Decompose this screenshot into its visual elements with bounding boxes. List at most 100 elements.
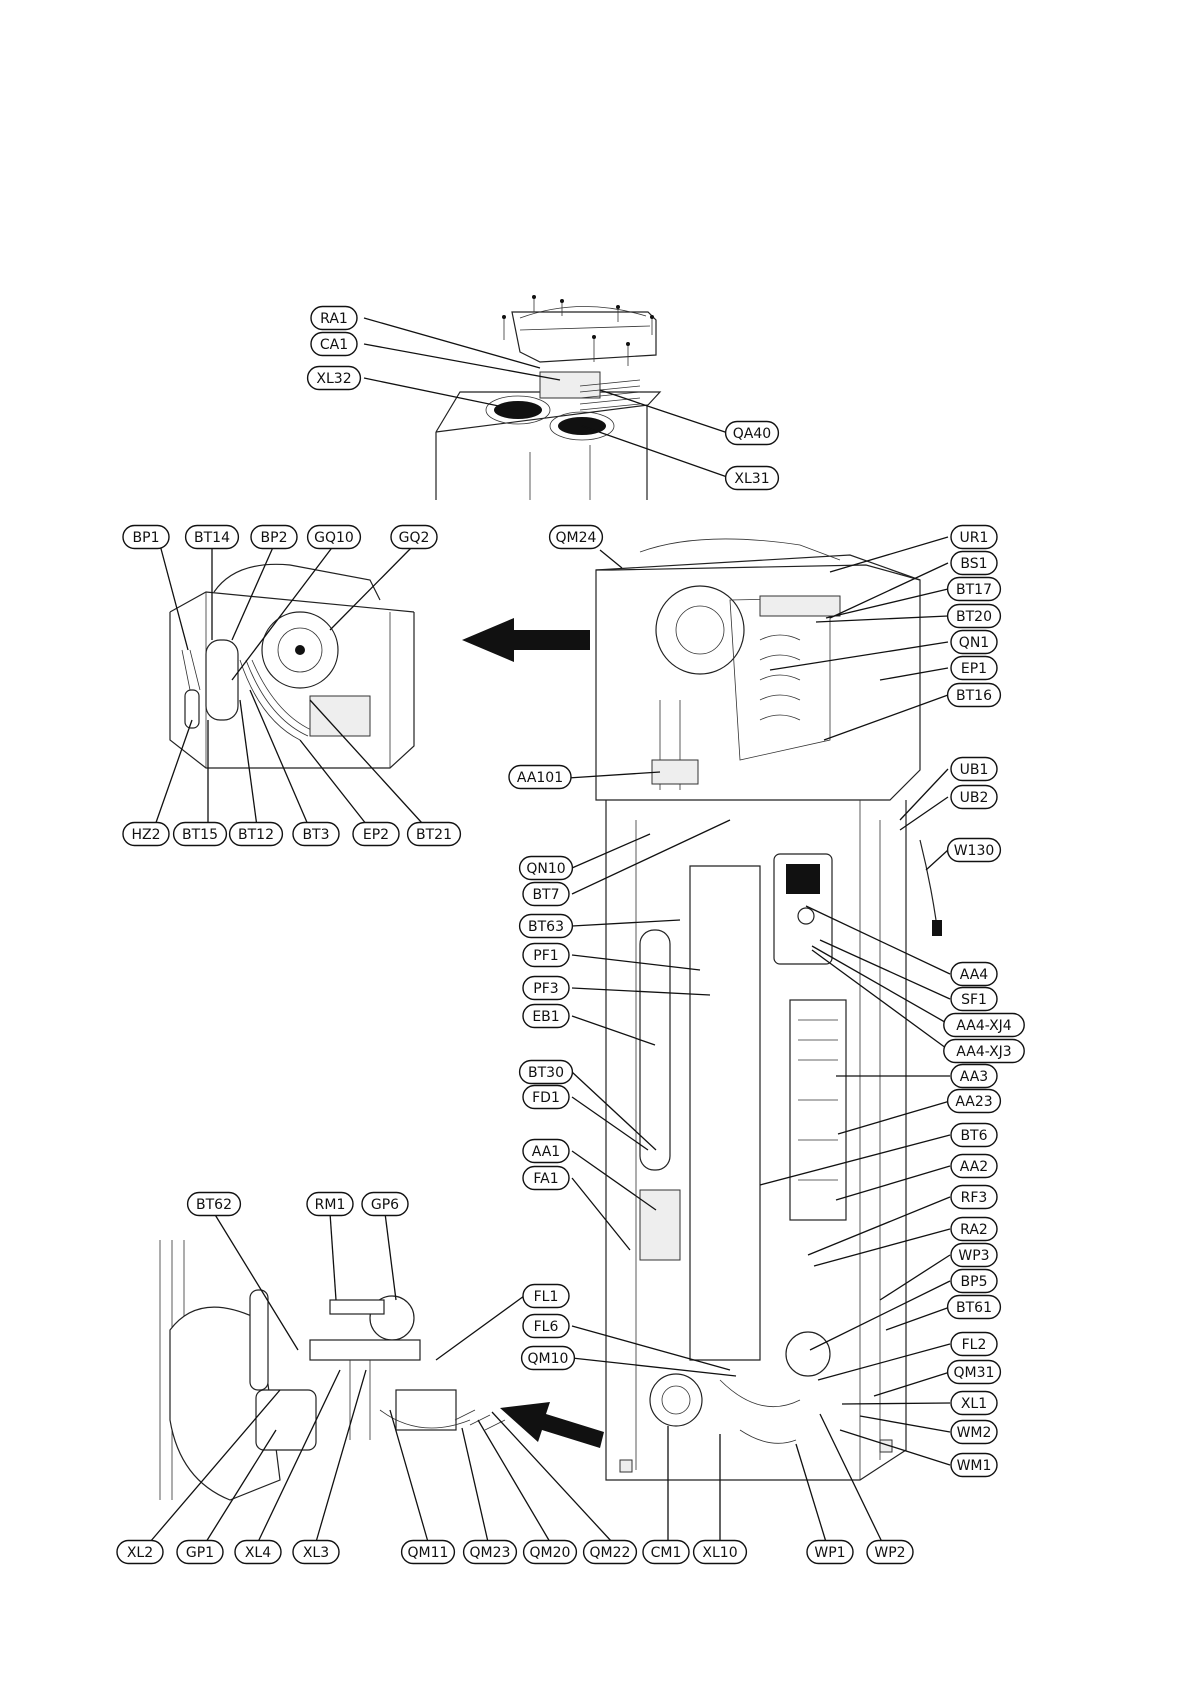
callout-text: BT16 [956,688,992,704]
callout-pill [950,524,998,550]
callout-pill [950,756,998,782]
callout-pill [946,576,1002,602]
callout-pill [522,1313,570,1339]
callout-pill [390,524,438,550]
callout-text: AA23 [955,1094,992,1110]
callout-text: AA4 [960,967,989,983]
callout-text: AA4-XJ3 [956,1044,1011,1060]
callout-bs1: BS1 [950,550,998,576]
callout-text: CA1 [320,337,348,353]
callout-pill [950,1331,998,1357]
callout-text: RA2 [960,1222,988,1238]
callout-xl1: XL1 [950,1390,998,1416]
callout-pf1: PF1 [522,942,570,968]
callout-text: BT12 [238,827,274,843]
callout-text: GP1 [186,1545,214,1561]
callout-pill [292,821,340,847]
callout-gp6: GP6 [361,1191,409,1217]
callout-text: AA2 [960,1159,988,1175]
callout-pill [950,629,998,655]
callout-pill [518,913,574,939]
callout-text: BP1 [133,530,160,546]
callout-xl2: XL2 [116,1539,164,1565]
callout-pill [116,1539,164,1565]
callout-text: BT14 [194,530,230,546]
callout-pill [228,821,284,847]
callout-text: UB2 [960,790,989,806]
callout-text: QM11 [408,1545,449,1561]
callout-pill [292,1539,340,1565]
callout-gq2: GQ2 [390,524,438,550]
callout-pill [642,1539,690,1565]
callout-xl4: XL4 [234,1539,282,1565]
callout-pill [950,961,998,987]
callout-pill [946,682,1002,708]
callout-pill [186,1191,242,1217]
callout-qm10: QM10 [520,1345,576,1371]
callout-pill [522,1283,570,1309]
callout-text: QN1 [959,635,989,651]
callout-pill [950,550,998,576]
callout-pill [234,1539,282,1565]
callout-text: BT62 [196,1197,232,1213]
callout-rm1: RM1 [306,1191,354,1217]
callout-bt61: BT61 [946,1294,1002,1320]
callout-bt7: BT7 [522,881,570,907]
arrow-left [462,618,590,662]
callout-pill [361,1191,409,1217]
callout-ep2: EP2 [352,821,400,847]
callout-bp2: BP2 [250,524,298,550]
callout-pill [520,1345,576,1371]
callout-text: FD1 [532,1090,560,1106]
callout-ub1: UB1 [950,756,998,782]
callout-text: FL2 [962,1337,987,1353]
callout-wm1: WM1 [950,1452,998,1478]
callout-text: FL1 [534,1289,559,1305]
callout-ur1: UR1 [950,524,998,550]
callout-text: RM1 [315,1197,346,1213]
callout-pill [724,465,780,491]
evaporator-coil [759,634,801,721]
callout-bt15: BT15 [172,821,228,847]
callout-pill [950,1390,998,1416]
callout-pill [522,881,570,907]
callout-pill [950,655,998,681]
callout-bt62: BT62 [186,1191,242,1217]
callout-text: QM22 [590,1545,631,1561]
callout-fl1: FL1 [522,1283,570,1309]
callout-pill [692,1539,748,1565]
callout-text: XL32 [316,371,351,387]
callout-pill [943,1038,1025,1064]
callout-pill [806,1539,854,1565]
main-cabinet-drawing [595,538,942,1481]
callout-text: WM1 [957,1458,992,1474]
callout-ca1: CA1 [310,331,358,357]
callout-pill [950,1063,998,1089]
callout-aa1: AA1 [522,1138,570,1164]
callout-text: BT17 [956,582,992,598]
callout-text: AA1 [532,1144,560,1160]
circuit-board [789,999,847,1221]
callout-qm31: QM31 [946,1359,1002,1385]
callout-aa101: AA101 [508,764,572,790]
callout-xl32: XL32 [306,365,362,391]
compressor [205,639,239,721]
callout-text: BT20 [956,609,992,625]
callout-aa4: AA4 [950,961,998,987]
callout-pill [522,1165,570,1191]
callout-pf3: PF3 [522,975,570,1001]
callout-pill [352,821,400,847]
callout-pill [306,365,362,391]
callout-pill [400,1539,456,1565]
callout-xl3: XL3 [292,1539,340,1565]
callout-pill [950,1268,998,1294]
callout-text: BS1 [960,556,987,572]
callout-pill [946,1294,1002,1320]
callout-ra1: RA1 [310,305,358,331]
leader-lines [149,317,951,1543]
callout-text: XL4 [245,1545,271,1561]
callout-pill [176,1539,224,1565]
callout-pill [946,837,1002,863]
callout-text: QM24 [556,530,597,546]
